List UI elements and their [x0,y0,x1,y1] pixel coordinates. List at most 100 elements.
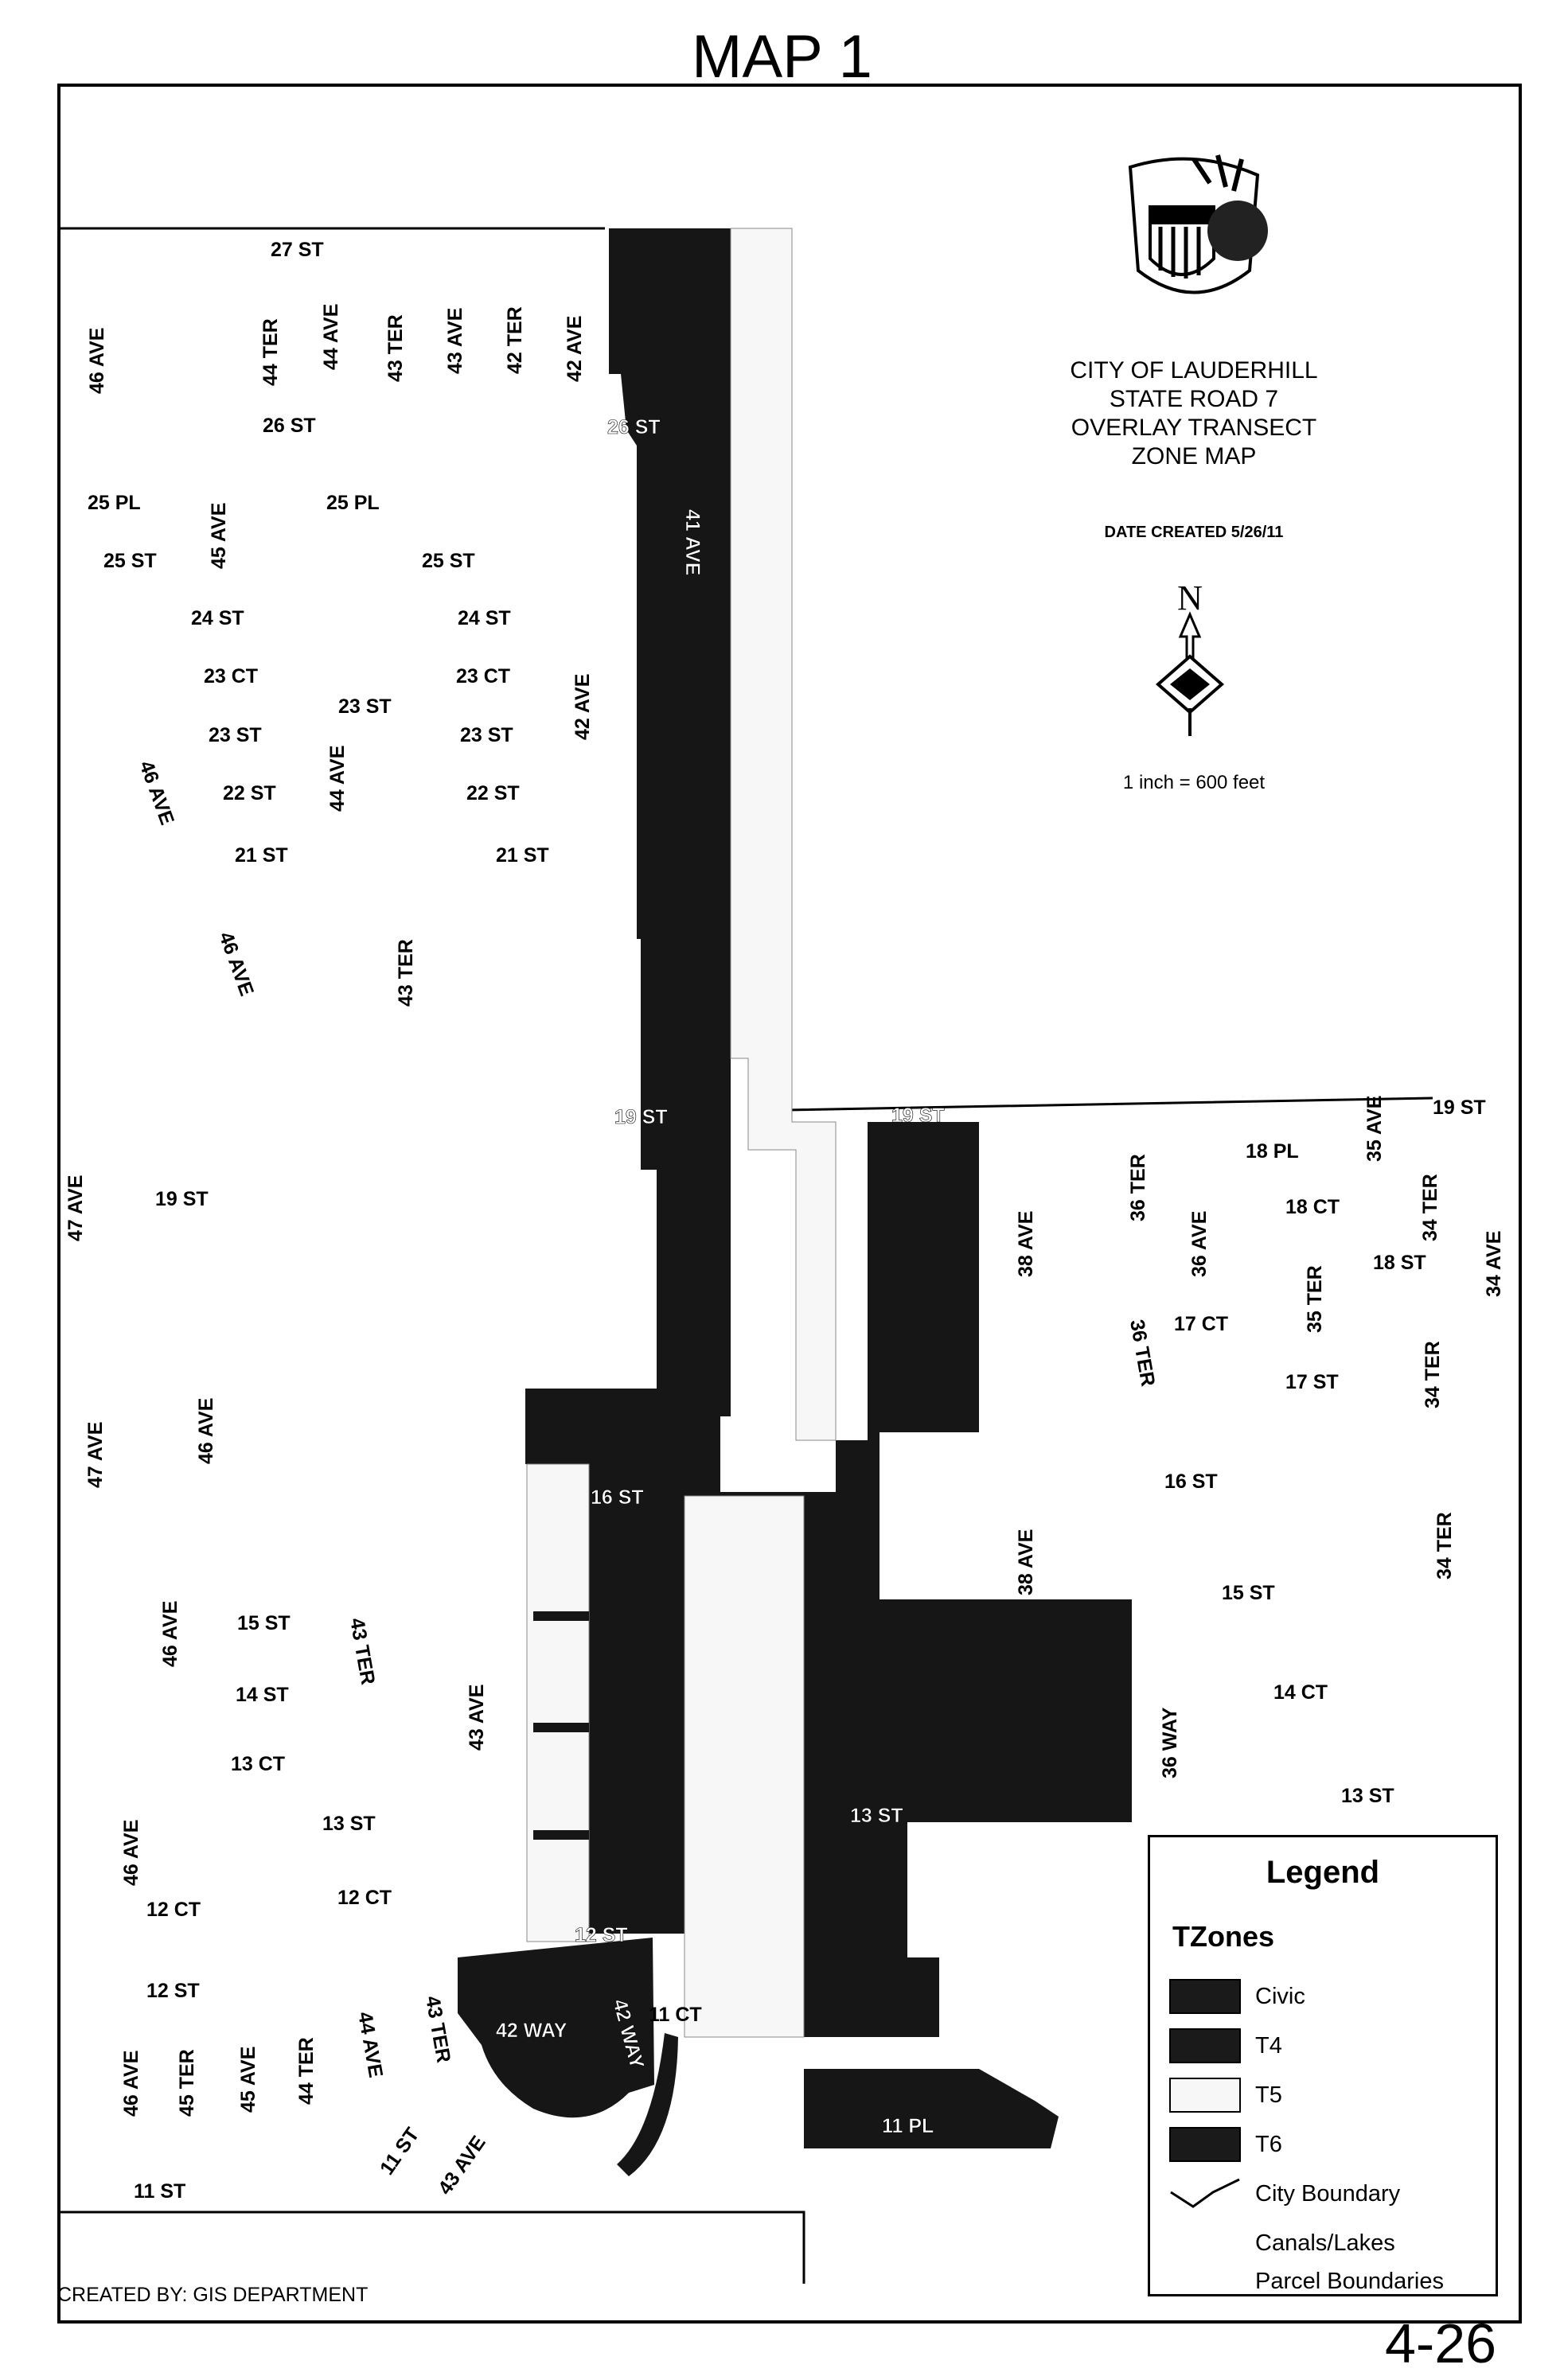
street-label: 15 ST [237,1612,291,1634]
legend-item-t6: T6 [1169,2125,1282,2164]
road-label: 12 ST [575,1924,628,1946]
street-label: 18 PL [1246,1140,1299,1163]
street-label: 11 ST [134,2180,185,2203]
street-label: 25 ST [422,550,475,572]
legend-swatch [1169,2127,1241,2162]
street-label: 13 ST [322,1813,376,1835]
street-label: 36 TER [1125,1318,1159,1388]
street-label: 44 AVE [353,2010,387,2079]
zone-t6-east-block [876,1599,1132,2037]
street-label: 24 ST [458,607,511,629]
legend-swatch [1169,1979,1241,2014]
legend-subtitle: TZones [1172,1920,1275,1953]
legend-item-t5: T5 [1169,2076,1282,2114]
legend-item-civic: Civic [1169,1977,1305,2016]
street-label: 43 AVE [434,2132,490,2199]
street-label: 46 AVE [135,758,178,828]
west-strip-dividers [533,1611,589,1840]
heading-line: CITY OF LAUDERHILL [1070,357,1318,384]
street-label: 43 TER [384,314,407,382]
street-label: 45 AVE [237,2047,259,2113]
street-label: 38 AVE [1015,1529,1037,1595]
road-label: 16 ST [591,1486,644,1509]
legend-item-parcels: Parcel Boundaries [1169,2262,1444,2300]
street-label: 36 TER [1127,1154,1149,1221]
heading-line: ZONE MAP [1131,443,1257,469]
divider-3 [533,1830,589,1840]
street-label: 34 TER [1422,1341,1444,1408]
divider-1 [533,1611,589,1621]
zone-t6-southeast [804,2069,1059,2148]
heading-line: STATE ROAD 7 [1109,386,1279,412]
zone-curve [617,2033,678,2176]
legend-label: Canals/Lakes [1255,2230,1395,2256]
street-label: 46 AVE [214,929,258,999]
street-label: 17 ST [1285,1371,1339,1393]
street-label: 46 AVE [120,2051,142,2117]
legend-swatch [1169,2028,1241,2063]
road-label: 11 PL [882,2115,934,2137]
street-label: 46 AVE [195,1398,217,1464]
zone-t5-north [730,228,837,1441]
street-label: 47 AVE [64,1175,87,1241]
created-by: CREATED BY: GIS DEPARTMENT [57,2284,369,2306]
street-label: 17 CT [1174,1313,1228,1335]
legend-label: T4 [1255,2032,1282,2059]
street-label: 19 ST [1433,1097,1486,1119]
legend-title: Legend [1266,1855,1380,1890]
street-label: 12 CT [337,1887,392,1909]
street-label: 44 TER [295,2037,318,2105]
street-label: 16 ST [1164,1470,1218,1493]
zone-civic-circle [458,1938,654,2118]
street-label: 12 ST [146,1980,200,2002]
street-label: 38 AVE [1015,1211,1037,1277]
street-label: 24 ST [191,607,244,629]
legend-label: T5 [1255,2082,1282,2108]
map-title: MAP 1 [692,23,872,91]
street-label: 13 ST [1341,1785,1394,1807]
legend-item-city-boundary: City Boundary [1169,2175,1400,2213]
page-number: 4-26 [1385,2312,1497,2374]
road-label: 19 ST [891,1104,945,1127]
street-label: 43 AVE [466,1685,488,1751]
legend-item-t4: T4 [1169,2027,1282,2065]
street-label: 43 TER [345,1616,379,1686]
street-label: 46 AVE [86,328,108,394]
date-created: DATE CREATED 5/26/11 [1104,524,1284,541]
street-label: 21 ST [235,844,288,867]
street-label: 22 ST [223,782,276,804]
street-label: 42 TER [504,306,526,374]
zone-t5-west-strip [526,1463,590,1942]
street-label: 23 ST [338,695,392,718]
street-label: 35 AVE [1363,1096,1386,1162]
street-label: 14 ST [236,1684,289,1706]
street-label: 34 AVE [1483,1231,1505,1297]
street-label: 25 PL [88,492,141,514]
street-label: 23 ST [460,724,513,746]
street-label: 27 ST [271,239,324,261]
legend-swatch [1169,2078,1241,2113]
street-label: 26 ST [263,415,316,437]
street-label: 23 CT [204,665,258,688]
legend: Legend TZones Civic T4 T5 T6 City Bounda… [1148,1835,1498,2296]
divider-2 [533,1723,589,1732]
street-label: 45 AVE [208,503,230,569]
legend-label: Parcel Boundaries [1255,2268,1444,2294]
road-label: 41 AVE [681,509,704,575]
street-label: 12 CT [146,1899,201,1921]
street-label: 25 PL [326,492,380,514]
street-label: 11 ST [376,2124,423,2179]
street-label: 36 WAY [1159,1707,1181,1778]
street-label: 18 CT [1285,1196,1340,1218]
street-label: 46 AVE [120,1820,142,1886]
street-label: 43 AVE [444,308,466,374]
road-label: 13 ST [850,1805,903,1827]
street-label: 44 AVE [326,746,349,812]
street-label: 13 CT [231,1753,285,1775]
street-label: 18 ST [1373,1252,1426,1274]
heading-line: OVERLAY TRANSECT [1071,415,1317,441]
street-label: 42 AVE [571,674,594,740]
road-label: 26 ST [607,416,661,438]
street-label: 45 TER [176,2049,198,2117]
